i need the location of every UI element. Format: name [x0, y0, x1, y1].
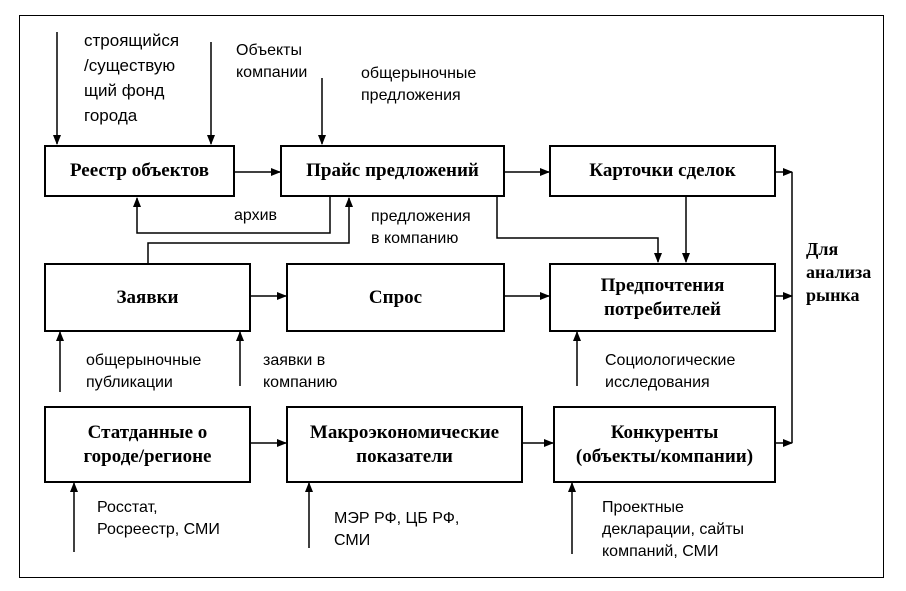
label-obekty-kompanii: Объекты компании [236, 42, 308, 81]
label-fond-goroda: строящийся /существую щий фонд города [84, 31, 180, 125]
arrow-archive-to-reestr [133, 196, 331, 234]
arrow-prais-to-predpochteniya [496, 196, 662, 263]
box-spros: Спрос [286, 263, 505, 332]
box-zayavki: Заявки [44, 263, 251, 332]
diagram-frame [19, 15, 884, 578]
box-konkurenty: Конкуренты (объекты/компании) [553, 406, 776, 483]
box-kartochki-sdelok: Карточки сделок [549, 145, 776, 197]
box-statdannye: Статданные о городе/регионе [44, 406, 251, 483]
label-mer-cb: МЭР РФ, ЦБ РФ, СМИ [334, 510, 460, 549]
box-reestr-obektov: Реестр объектов [44, 145, 235, 197]
box-prais-predlozheniy: Прайс предложений [280, 145, 505, 197]
label-arhiv: архив [234, 207, 278, 224]
label-sotsiologicheskie-issledovaniya: Социологические исследования [605, 352, 736, 391]
label-predlozheniya-v-kompaniyu: предложения в компанию [371, 208, 471, 247]
label-dlya-analiza-rynka: Для анализа рынка [806, 239, 872, 305]
label-zayavki-v-kompaniyu: заявки в компанию [263, 352, 338, 391]
box-predpochteniya-potrebiteley: Предпочтения потребителей [549, 263, 776, 332]
box-makroekonomicheskie-pokazateli: Макроэкономические показатели [286, 406, 523, 483]
label-rosstat: Росстат, Росреестр, СМИ [97, 499, 220, 538]
arrow-zayavki-to-prais [147, 197, 353, 263]
label-obscherynochnye-predlozheniya: общерыночные предложения [361, 65, 477, 104]
label-obscherynochnye-publikatsii: общерыночные публикации [86, 352, 202, 391]
label-proektnye-deklaratsii: Проектные декларации, сайты компаний, СМ… [602, 499, 745, 560]
